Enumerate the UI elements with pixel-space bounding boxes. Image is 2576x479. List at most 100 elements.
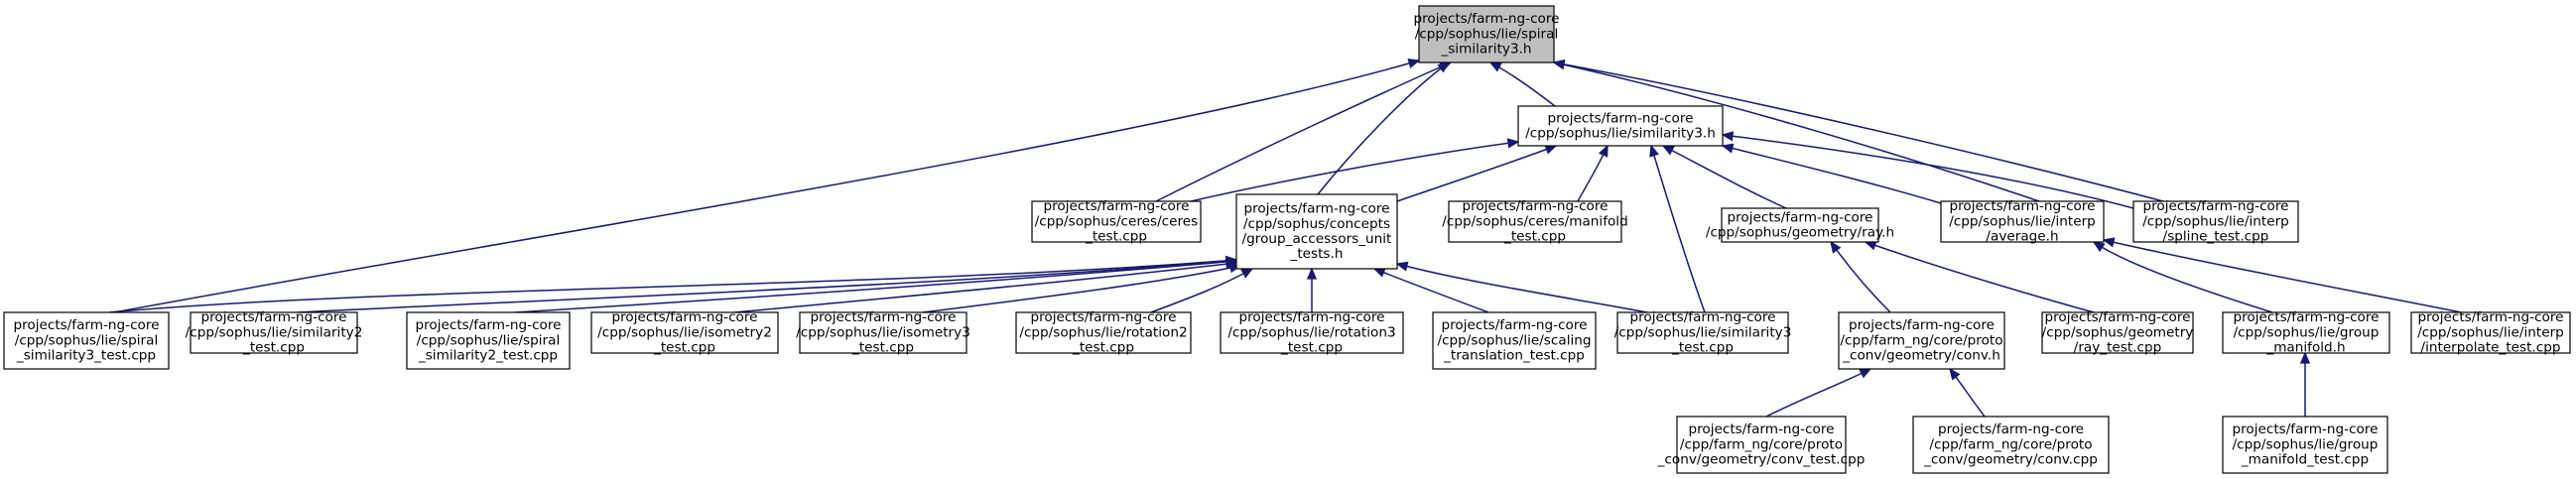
node-label-line: /cpp/sophus/lie/spiral (1415, 26, 1559, 42)
node-label-line: _similarity3_test.cpp (16, 348, 156, 364)
arrowhead (1649, 144, 1659, 158)
arrowhead (1721, 143, 1735, 154)
node-box (1448, 200, 1622, 243)
node-gmtest[interactable]: projects/farm-ng-core/cpp/sophus/lie/gro… (2222, 416, 2388, 474)
edge-line (297, 259, 1237, 313)
node-sim3h[interactable]: projects/farm-ng-core/cpp/sophus/lie/sim… (1517, 105, 1724, 147)
node-label-line: /cpp/sophus/lie/isometry2 (597, 324, 772, 340)
node-label-line: _test.cpp (1085, 229, 1147, 245)
edge-line (113, 60, 1420, 313)
node-label-line: _test.cpp (653, 340, 715, 356)
node-rot2test[interactable]: projects/farm-ng-core/cpp/sophus/lie/rot… (1015, 309, 1192, 356)
node-box (799, 311, 967, 354)
node-sim3test[interactable]: projects/farm-ng-core/cpp/sophus/lie/sim… (1614, 309, 1792, 355)
node-convcpp[interactable]: projects/farm-ng-core/cpp/farm_ng/core/p… (1912, 416, 2110, 474)
node-convh[interactable]: projects/farm-ng-core/cpp/farm_ng/core/p… (1838, 311, 2005, 370)
node-label-line: /cpp/sophus/lie/spiral (15, 332, 159, 348)
node-label-line: projects/farm-ng-core (810, 309, 956, 325)
arrowhead (1830, 240, 1842, 254)
node-label-line: projects/farm-ng-core (1629, 309, 1775, 325)
node-scaling[interactable]: projects/farm-ng-core/cpp/sophus/lie/sca… (1432, 311, 1597, 370)
node-box (2410, 311, 2571, 354)
edge-manifold-to-sim3h (1577, 144, 1609, 202)
arrowhead (1506, 138, 1520, 149)
arrowhead (1552, 59, 1566, 69)
edge-line (515, 260, 1237, 313)
node-label-line: projects/farm-ng-core (13, 317, 159, 333)
edge-line (1396, 145, 1557, 202)
arrowhead (2102, 237, 2116, 248)
edge-spline-to-sim3h (1721, 131, 2134, 209)
edge-line (1553, 61, 2040, 202)
node-label-line: /cpp/sophus/concepts (1243, 216, 1390, 232)
node-box (1838, 311, 2005, 370)
node-box (1912, 416, 2110, 474)
edge-spline-to-root (1552, 59, 2164, 202)
edge-line (1662, 145, 1787, 209)
node-label-line: /cpp/farm_ng/core/proto (1840, 332, 2002, 348)
node-ceres[interactable]: projects/farm-ng-core/cpp/sophus/ceres/c… (1031, 198, 1202, 245)
node-label-line: /cpp/sophus/lie/spiral (417, 332, 561, 348)
node-label-line: /cpp/sophus/lie/isometry3 (796, 324, 970, 340)
node-box (1517, 105, 1724, 147)
node-interpolate[interactable]: projects/farm-ng-core/cpp/sophus/lie/int… (2410, 309, 2571, 356)
edge-line (1765, 368, 1871, 418)
edge-sim3test-to-sim3h (1649, 144, 1706, 313)
node-raytest[interactable]: projects/farm-ng-core/cpp/sophus/geometr… (2041, 309, 2194, 356)
node-label-line: /cpp/sophus/lie/interp (1949, 213, 2096, 229)
node-average[interactable]: projects/farm-ng-core/cpp/sophus/lie/int… (1940, 198, 2105, 245)
node-label-line: _tests.h (1290, 246, 1344, 262)
node-label-line: projects/farm-ng-core (1030, 309, 1176, 325)
edge-spiral3test-to-concepts (108, 255, 1238, 313)
node-spline[interactable]: projects/farm-ng-core/cpp/sophus/lie/int… (2132, 198, 2299, 245)
node-label-line: _similarity3.h (1440, 42, 1531, 58)
edge-line (1722, 134, 2134, 209)
node-box (2041, 311, 2194, 354)
node-label-line: projects/farm-ng-core (611, 309, 757, 325)
node-label-line: /cpp/sophus/geometry (2042, 324, 2194, 340)
node-rot3test[interactable]: projects/farm-ng-core/cpp/sophus/lie/rot… (1220, 309, 1404, 356)
node-label-line: _test.cpp (242, 340, 305, 356)
node-label-line: /interpolate_test.cpp (2421, 340, 2561, 356)
node-box (1616, 311, 1789, 354)
node-root[interactable]: projects/farm-ng-core/cpp/sophus/lie/spi… (1413, 5, 1560, 63)
node-label-line: /cpp/sophus/ceres/manifold (1442, 213, 1627, 229)
edge-line (1373, 268, 1489, 313)
node-label-line: _test.cpp (1072, 340, 1134, 356)
node-label-line: projects/farm-ng-core (2142, 198, 2288, 214)
node-iso2test[interactable]: projects/farm-ng-core/cpp/sophus/lie/iso… (590, 309, 779, 356)
node-box (190, 311, 358, 354)
edge-ceres-to-root (1155, 61, 1453, 202)
node-label-line: /group_accessors_unit (1242, 231, 1392, 247)
node-label-line: projects/farm-ng-core (1462, 198, 1608, 214)
node-label-line: _manifold.h (2265, 340, 2345, 356)
node-label-line: projects/farm-ng-core (2232, 421, 2378, 437)
node-box (2132, 200, 2299, 243)
node-label-line: /ray_test.cpp (2074, 340, 2162, 356)
node-label-line: /spline_test.cpp (2163, 229, 2269, 245)
node-label-line: /cpp/sophus/lie/similarity3.h (1525, 126, 1716, 142)
node-layer: projects/farm-ng-core/cpp/sophus/lie/spi… (3, 5, 2571, 474)
edge-line (1150, 268, 1253, 313)
node-label-line: /cpp/sophus/lie/rotation2 (1019, 324, 1187, 340)
node-label-line: /cpp/sophus/lie/interp (2142, 213, 2289, 229)
node-box (1940, 200, 2105, 243)
node-label-line: _manifold_test.cpp (2241, 452, 2369, 468)
node-manifold[interactable]: projects/farm-ng-core/cpp/sophus/ceres/m… (1442, 198, 1627, 244)
node-groupmanifold[interactable]: projects/farm-ng-core/cpp/sophus/lie/gro… (2222, 309, 2390, 356)
node-spiral3test[interactable]: projects/farm-ng-core/cpp/sophus/lie/spi… (3, 311, 170, 370)
node-label-line: /cpp/sophus/lie/similarity3 (1614, 324, 1792, 340)
edge-rot3test-to-concepts (1306, 267, 1318, 312)
node-iso3test[interactable]: projects/farm-ng-core/cpp/sophus/lie/iso… (796, 309, 970, 355)
edge-sim3test-to-concepts (1395, 261, 1648, 313)
edge-line (1830, 241, 1891, 313)
node-label-line: projects/farm-ng-core (1938, 421, 2084, 437)
node-rayh[interactable]: projects/farm-ng-core/cpp/sophus/geometr… (1706, 207, 1894, 243)
node-concepts[interactable]: projects/farm-ng-core/cpp/sophus/concept… (1235, 193, 1398, 270)
node-label-line: /average.h (1986, 229, 2058, 245)
node-sim2test[interactable]: projects/farm-ng-core/cpp/sophus/lie/sim… (186, 309, 363, 355)
edge-rot2test-to-concepts (1150, 268, 1254, 313)
node-convtest[interactable]: projects/farm-ng-core/cpp/farm_ng/core/p… (1657, 416, 1866, 474)
node-spiral2test[interactable]: projects/farm-ng-core/cpp/sophus/lie/spi… (406, 311, 571, 370)
edge-sim3h-to-root (1488, 61, 1556, 107)
